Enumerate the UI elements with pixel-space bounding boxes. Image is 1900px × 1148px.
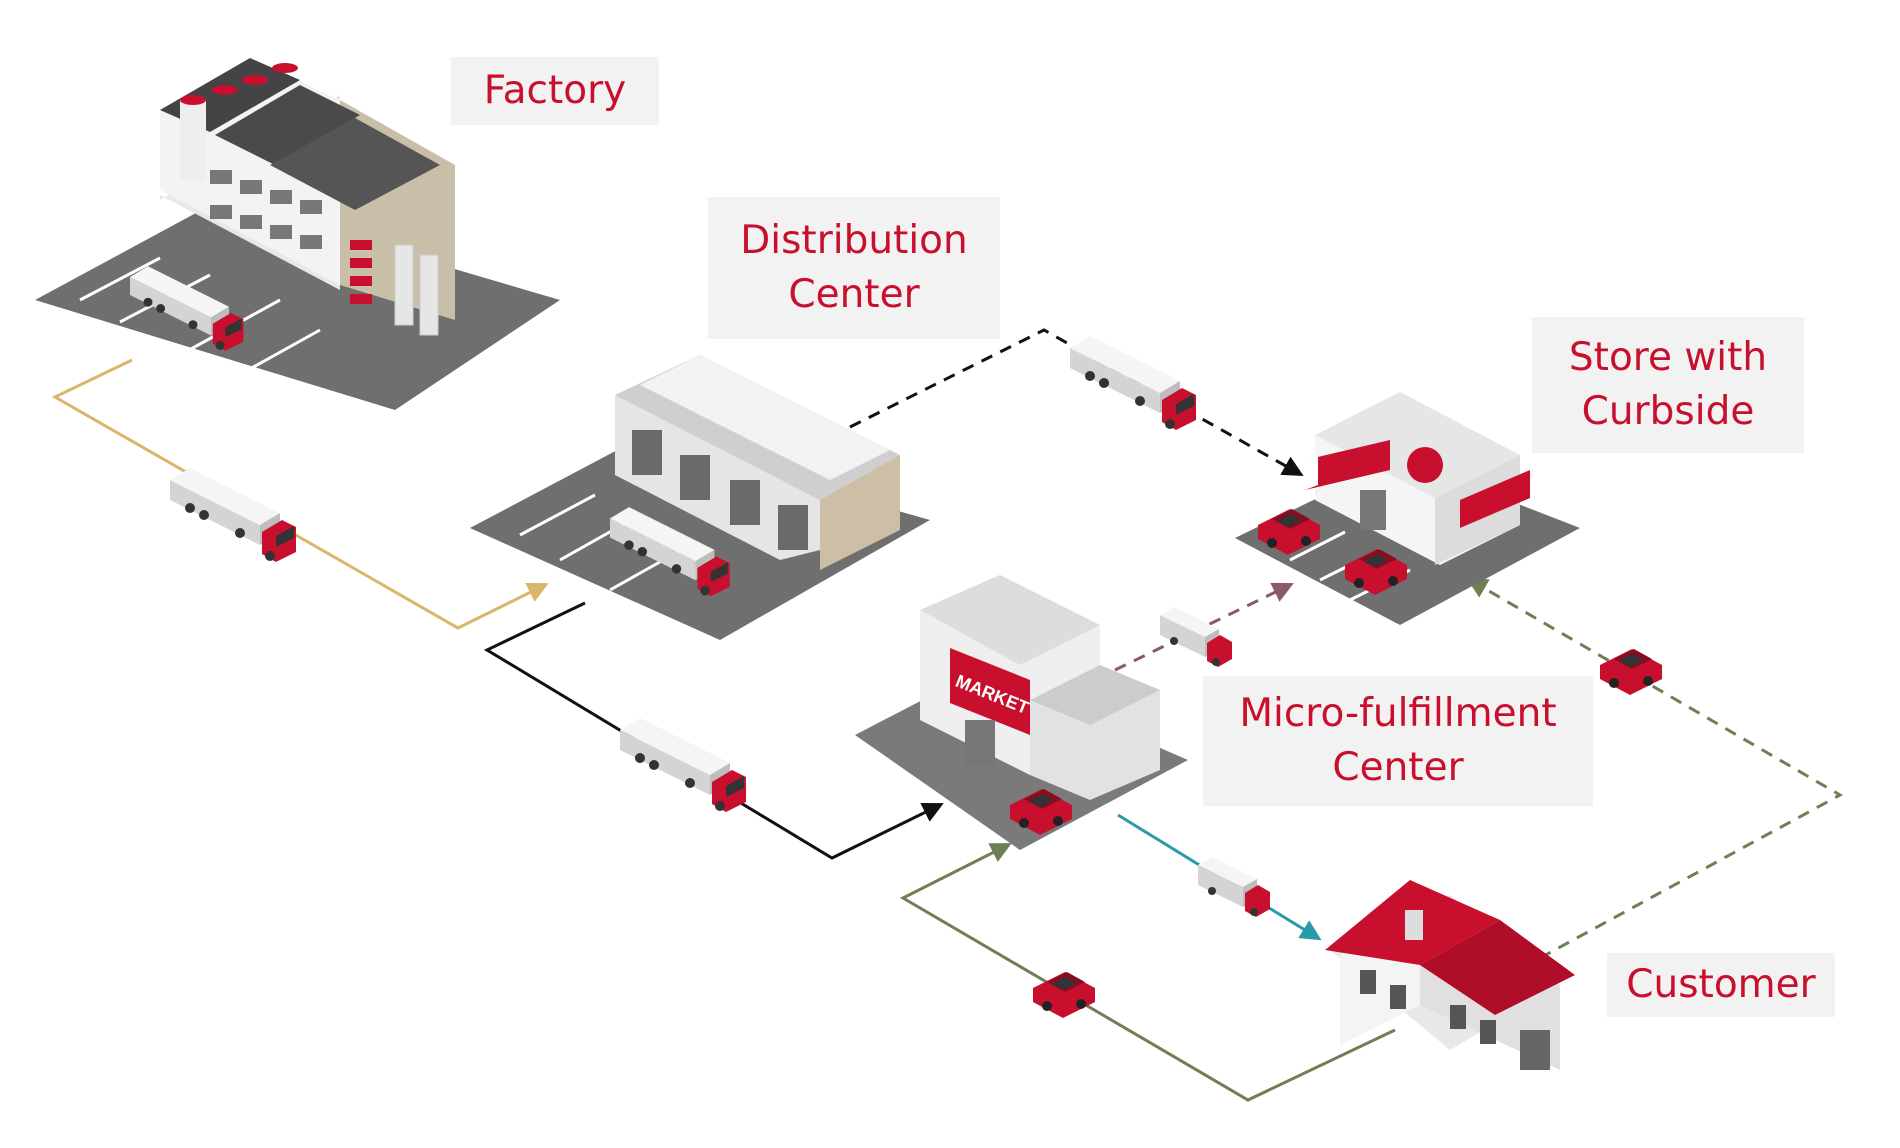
house-building-icon xyxy=(1325,880,1575,1070)
warehouse-building-icon xyxy=(470,355,930,640)
store-label: Store with Curbside xyxy=(1532,317,1804,453)
micro-fulfillment-label-line2: Center xyxy=(1332,745,1464,790)
customer-label-text: Customer xyxy=(1626,962,1816,1008)
route-dc-to-store xyxy=(849,328,1304,477)
store-building-icon xyxy=(1235,392,1580,625)
distribution-center-label-line1: Distribution xyxy=(740,218,968,264)
micro-fulfillment-label-line1: Micro-fulfillment xyxy=(1239,691,1557,737)
route-customer-to-mfc xyxy=(899,843,1396,1102)
box-truck-icon xyxy=(1198,857,1270,917)
distribution-center-label: Distribution Center xyxy=(708,197,1000,339)
store-label-line2: Curbside xyxy=(1581,389,1755,434)
market-building-icon: MARKET xyxy=(855,575,1188,850)
car-icon xyxy=(1600,649,1662,695)
customer-label: Customer xyxy=(1607,953,1835,1017)
store-label-line1: Store with xyxy=(1568,335,1768,381)
box-truck-icon xyxy=(1160,607,1232,667)
semi-truck-icon xyxy=(620,718,746,812)
factory-label-text: Factory xyxy=(483,68,627,114)
micro-fulfillment-label: Micro-fulfillment Center xyxy=(1203,676,1593,806)
factory-building-icon xyxy=(35,58,560,410)
semi-truck-icon xyxy=(170,468,296,562)
distribution-center-label-line2: Center xyxy=(788,272,920,317)
route-customer-to-store xyxy=(1466,577,1844,960)
factory-label: Factory xyxy=(451,57,659,125)
semi-truck-icon xyxy=(1070,336,1196,430)
route-mfc-to-store xyxy=(1114,582,1294,672)
route-factory-to-dc xyxy=(51,358,549,630)
